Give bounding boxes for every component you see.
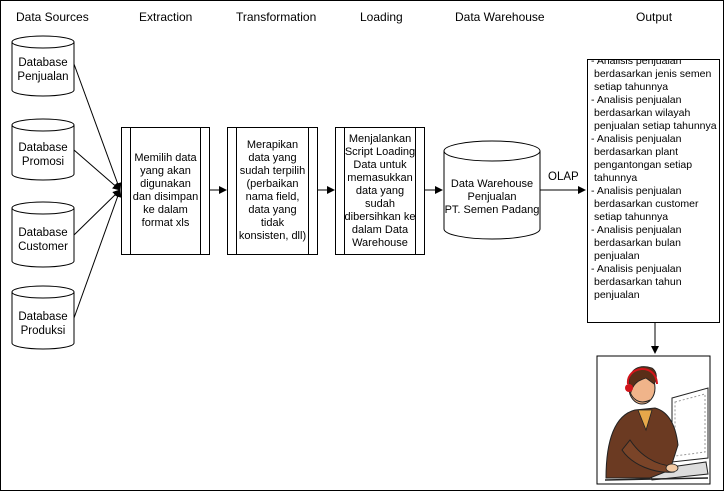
output-item: berdasarkan customer: [594, 198, 699, 210]
output-item: berdasarkan plant: [594, 146, 679, 158]
output-item: - Analisis penjualan: [591, 59, 682, 67]
warehouse-label: Data Warehouse Penjualan PT. Semen Padan…: [444, 178, 540, 217]
output-item: - Analisis penjualan: [591, 133, 682, 145]
source-customer: Database Customer: [12, 226, 74, 254]
source-customer-line2: Customer: [18, 241, 68, 253]
source-penjualan-line1: Database: [18, 57, 68, 69]
source-customer-line1: Database: [18, 227, 68, 239]
source-penjualan-line2: Penjualan: [17, 71, 69, 83]
source-promosi-line1: Database: [18, 142, 68, 154]
output-item: penjualan setiap tahunnya: [594, 120, 717, 132]
header-data-sources: Data Sources: [16, 10, 89, 24]
output-item: berdasarkan jenis semen: [594, 68, 712, 80]
olap-label: OLAP: [548, 171, 579, 183]
output-item: pengantongan setiap: [594, 159, 693, 171]
header-extraction: Extraction: [139, 10, 193, 24]
warehouse-line2: Penjualan: [467, 191, 517, 203]
cylinder-penjualan: [11, 35, 75, 97]
output-item: setiap tahunnya: [594, 211, 669, 223]
output-item: penjualan: [594, 289, 640, 301]
source-promosi-line2: Promosi: [21, 156, 65, 168]
header-data-warehouse: Data Warehouse: [455, 10, 545, 24]
source-produksi-line1: Database: [18, 311, 68, 323]
header-output: Output: [636, 10, 673, 24]
loading-box: Menjalankan Script Loading Data untuk me…: [335, 127, 425, 255]
output-item: berdasarkan bulan: [594, 237, 681, 249]
header-loading: Loading: [360, 10, 403, 24]
cylinder-promosi: [11, 118, 75, 181]
output-list: - Analisis penjualan berdasarkan jenis s…: [587, 59, 720, 323]
output-item: - Analisis penjualan: [591, 263, 682, 275]
output-item: berdasarkan tahun: [594, 276, 682, 288]
output-item: penjualan: [594, 250, 640, 262]
source-promosi: Database Promosi: [12, 141, 74, 169]
loading-text: Menjalankan Script Loading Data untuk me…: [344, 132, 416, 249]
output-item: - Analisis penjualan: [591, 224, 682, 236]
output-item: setiap tahunnya: [594, 81, 669, 93]
cylinder-customer: [11, 201, 75, 268]
person-computer-illustration: [604, 366, 709, 481]
output-item: - Analisis penjualan: [591, 185, 682, 197]
source-produksi-line2: Produksi: [20, 325, 66, 337]
extraction-box: Memilih data yang akan digunakan dan dis…: [121, 127, 210, 255]
warehouse-line1: Data Warehouse: [450, 178, 534, 190]
transformation-text: Merapikan data yang sudah terpilih (perb…: [238, 139, 307, 242]
extraction-text: Memilih data yang akan digunakan dan dis…: [132, 152, 199, 229]
header-transformation: Transformation: [236, 10, 317, 24]
transformation-box: Merapikan data yang sudah terpilih (perb…: [227, 127, 318, 255]
source-penjualan: Database Penjualan: [12, 56, 74, 84]
output-item: tahunnya: [594, 172, 638, 184]
output-item: berdasarkan wilayah: [594, 107, 691, 119]
output-item: - Analisis penjualan: [591, 94, 682, 106]
warehouse-line3: PT. Semen Padang: [444, 204, 540, 216]
cylinder-produksi: [11, 285, 75, 350]
source-produksi: Database Produksi: [12, 310, 74, 338]
cylinder-warehouse: [443, 140, 541, 240]
